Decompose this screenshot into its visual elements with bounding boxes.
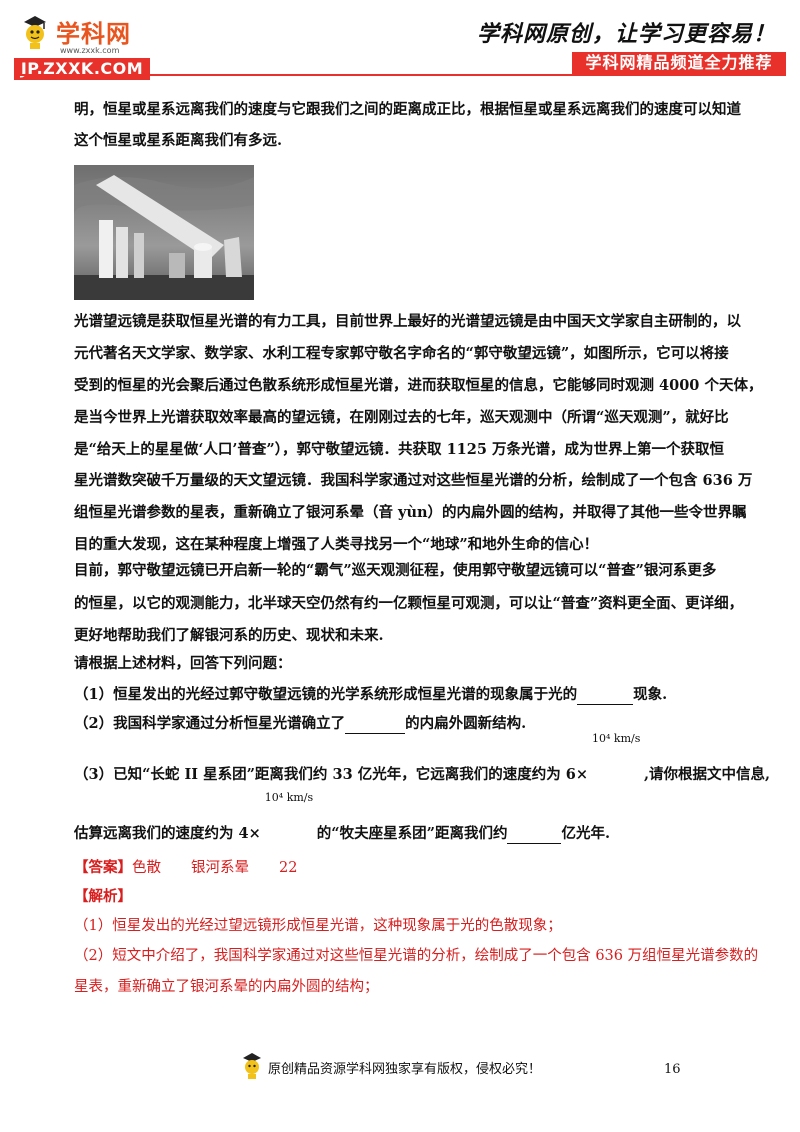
text-line: 是当今世界上光谱获取效率最高的望远镜，在刚刚过去的七年，巡天观测中（所谓“巡天观… — [74, 409, 729, 426]
text-line: 元代著名天文学家、数学家、水利工程专家郭守敬名字命名的“郭守敬望远镜”，如图所示… — [74, 345, 729, 362]
logo-badge: JP.ZXXK.COM — [14, 58, 150, 80]
text-line: 受到的恒星的光会聚后通过色散系统形成恒星光谱，进而获取恒星的信息，它能够同时观测… — [74, 377, 763, 394]
analysis-label: 【解析】 — [74, 888, 132, 905]
mascot-logo-icon — [24, 16, 46, 49]
question-1: （1）恒星发出的光经过郭守敬望远镜的光学系统形成恒星光谱的现象属于光的 现象. — [74, 684, 668, 705]
text-line: 是“给天上的星星做‘人口’普查”），郭守敬望远镜．共获取 1125 万条光谱，成… — [74, 441, 724, 458]
mascot-footer-icon — [243, 1053, 261, 1079]
text-line: 目的重大发现，这在某种程度上增强了人类寻找另一个“地球”和地外生命的信心！ — [74, 536, 599, 553]
page-number: 16 — [664, 1062, 681, 1077]
text-line: 星光谱数突破千万量级的天文望远镜．我国科学家通过对这些恒星光谱的分析，绘制成了一… — [74, 472, 753, 489]
text-line: 明，恒星或星系远离我们的速度与它跟我们之间的距离成正比，根据恒星或星系远离我们的… — [74, 101, 741, 118]
answer-label: 【答案】 — [74, 859, 132, 876]
logo-url: www.zxxk.com — [60, 46, 120, 55]
velocity-unit: 10⁴ km/s — [592, 732, 641, 745]
text-line: 这个恒星或星系距离我们有多远. — [74, 132, 283, 149]
footer-copyright: 原创精品资源学科网独家享有版权，侵权必究！ — [268, 1062, 542, 1077]
header-badge: 学科网精品频道全力推荐 — [572, 52, 786, 74]
text-line: 的恒星，以它的观测能力，北半球天空仍然有约一亿颗恒星可观测，可以让“普查”资料更… — [74, 595, 744, 612]
text-line: 请根据上述材料，回答下列问题： — [74, 655, 292, 672]
answer-blank — [345, 713, 406, 734]
site-logo: 学科网 www.zxxk.com JP.ZXXK.COM — [14, 8, 154, 80]
analysis-line: 星表，重新确立了银河系晕的内扁外圆的结构； — [74, 979, 379, 995]
analysis-line: （2）短文中介绍了，我国科学家通过对这些恒星光谱的分析，绘制成了一个包含 636… — [74, 948, 759, 964]
text-line: 组恒星光谱参数的星表，重新确立了银河系晕（音 yùn）的内扁外圆的结构，并取得了… — [74, 504, 747, 521]
question-3: （3）已知“长蛇 II 星系团”距离我们约 33 亿光年，它远离我们的速度约为 … — [74, 732, 771, 783]
text-line: 更好地帮助我们了解银河系的历史、现状和未来. — [74, 627, 384, 644]
question-2: （2）我国科学家通过分析恒星光谱确立了 的内扁外圆新结构. — [74, 713, 527, 734]
text-line: 目前，郭守敬望远镜已开启新一轮的“霸气”巡天观测征程，使用郭守敬望远镜可以“普查… — [74, 562, 717, 579]
velocity-unit: 10⁴ km/s — [264, 791, 314, 804]
answer-blank — [507, 823, 562, 844]
header-divider — [14, 74, 786, 76]
logo-brand: 学科网 — [56, 20, 131, 48]
telescope-photo — [74, 165, 254, 300]
answer-blank — [577, 684, 634, 705]
text-line: 光谱望远镜是获取恒星光谱的有力工具，目前世界上最好的光谱望远镜是由中国天文学家自… — [74, 313, 741, 330]
analysis-line: （1）恒星发出的光经过望远镜形成恒星光谱，这种现象属于光的色散现象； — [74, 918, 562, 934]
header-slogan: 学科网原创，让学习更容易！ — [476, 21, 776, 47]
